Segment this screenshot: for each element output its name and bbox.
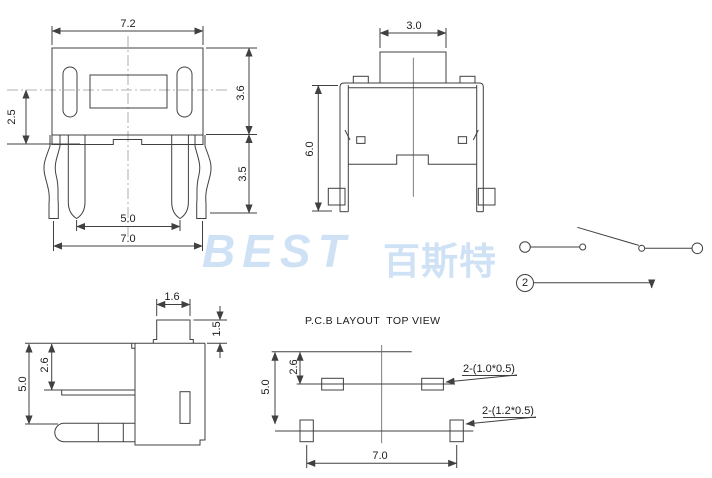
dim-outer-pins: 7.0 [120,233,136,245]
dim-side-button-width: 1.6 [164,291,180,303]
body-outline [134,343,206,446]
side-view-drawing [25,299,227,446]
contact-right [638,244,646,252]
bottom-leg [54,422,135,443]
dim-inner-pins: 5.0 [120,213,136,225]
dim-pcb-row-span: 5.0 [260,379,272,395]
pcb-layout-drawing [271,345,537,468]
dim-front-height: 6.0 [304,141,316,157]
inner-pin-left [67,135,86,220]
pad-large-right [449,419,464,443]
foot-left [327,187,346,206]
pad-small-right [421,377,444,391]
callout-small-pads: 2-(1.0*0.5) [463,363,515,375]
top-view-drawing [7,26,257,251]
dim-leg-height: 3.5 [237,166,249,182]
dim-side-height: 5.0 [17,376,29,392]
pad-small-left [321,377,344,391]
side-pin [61,389,135,396]
terminal-right [691,242,704,255]
bent-leg-left [43,135,61,219]
switch-lever [577,226,639,246]
dim-button-width: 3.0 [406,20,422,32]
dim-top-width: 7.2 [120,18,136,30]
dim-side-pin-offset: 2.6 [39,357,51,373]
button-outline [379,51,447,83]
inner-pin-right [171,135,189,220]
button-outline [152,319,194,344]
callout-large-pads: 2-(1.2*0.5) [482,405,534,417]
dim-pcb-pad-span: 7.0 [372,450,388,462]
bent-leg-right [194,135,212,219]
dim-center-offset: 2.5 [6,109,18,125]
pcb-layout-title: P.C.B LAYOUT TOP VIEW [305,315,441,327]
body-outline [339,82,484,212]
circuit-pole-number: 2 [516,274,534,292]
dim-side-button-height: 1.5 [211,321,223,337]
circuit-symbol [519,226,704,289]
foot-right [477,187,496,206]
pad-large-left [299,419,314,443]
contact-left [579,243,587,251]
dim-body-height: 3.6 [235,85,247,101]
terminal-left [519,241,531,253]
front-view-drawing [312,28,496,213]
dim-pcb-row-offset: 2.6 [288,359,300,375]
